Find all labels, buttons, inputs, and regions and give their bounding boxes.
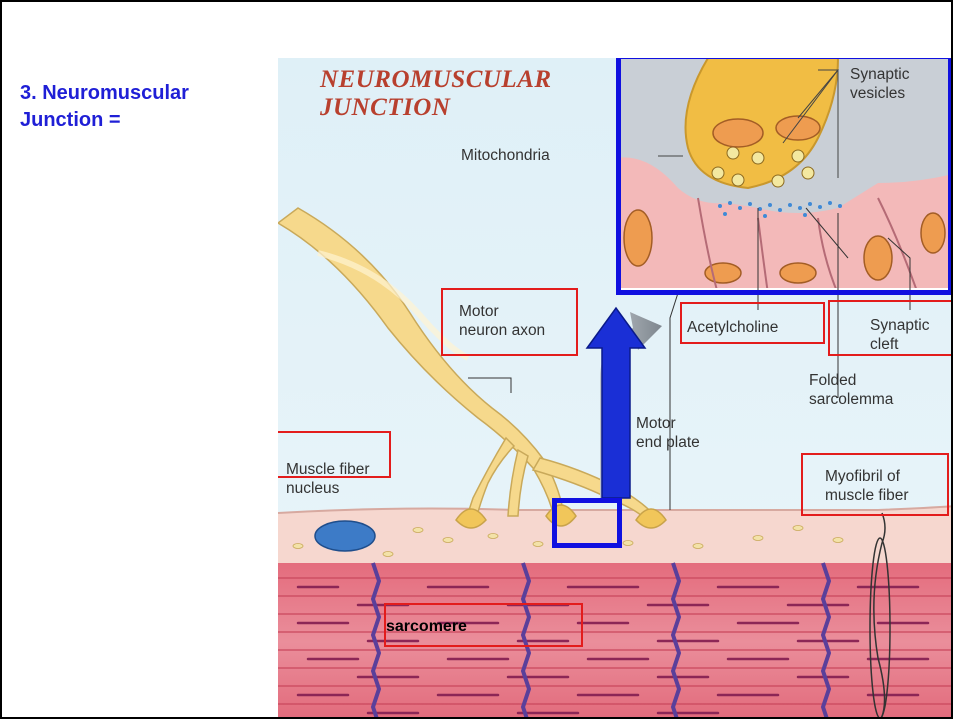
myofibrils: [278, 563, 953, 719]
axon-label-box: [441, 288, 578, 356]
label-motor-end-plate-line-2: end plate: [636, 433, 700, 452]
heading-line-2: Junction =: [20, 107, 270, 134]
nucleus-label-box: [278, 431, 391, 478]
label-folded-sarcolemma-line-1: Folded: [809, 371, 893, 390]
inset-highlight-box: [616, 58, 953, 295]
title-line-1: NEUROMUSCULAR: [320, 66, 552, 94]
label-mitochondria: Mitochondria: [461, 146, 550, 165]
title-line-2: JUNCTION: [320, 94, 552, 122]
neuromuscular-junction-diagram: NEUROMUSCULAR JUNCTION Synaptic vesicles…: [278, 58, 953, 719]
muscle-fiber-nucleus: [315, 521, 375, 551]
label-muscle-fiber-nucleus-line-2: nucleus: [286, 479, 370, 498]
acetylcholine-label-box: [680, 302, 825, 344]
end-plate-highlight-box: [552, 498, 622, 548]
label-motor-end-plate: Motor end plate: [636, 414, 700, 452]
heading-line-1: 3. Neuromuscular: [20, 80, 270, 107]
label-folded-sarcolemma: Folded sarcolemma: [809, 371, 893, 409]
label-folded-sarcolemma-line-2: sarcolemma: [809, 390, 893, 409]
myofibril-label-box: [801, 453, 949, 516]
slide-heading: 3. Neuromuscular Junction =: [20, 80, 270, 134]
sarcomere-label-box: [384, 603, 583, 647]
diagram-title: NEUROMUSCULAR JUNCTION: [320, 66, 552, 122]
synaptic-cleft-label-box: [828, 300, 953, 356]
label-motor-end-plate-line-1: Motor: [636, 414, 700, 433]
